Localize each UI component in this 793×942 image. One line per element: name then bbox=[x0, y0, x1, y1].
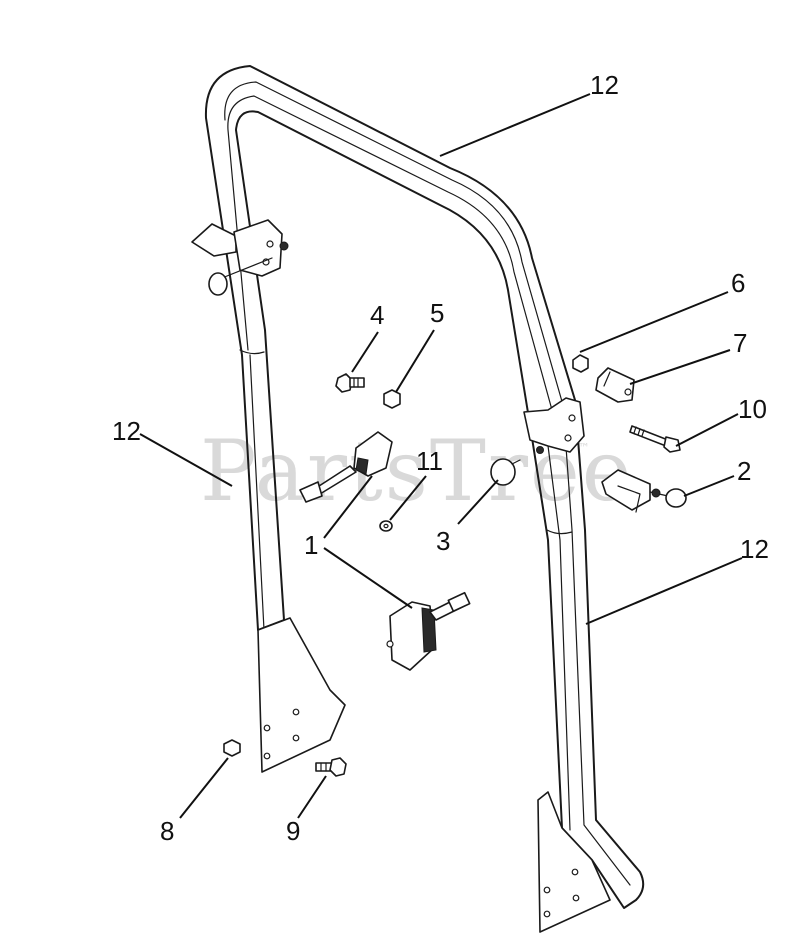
callout-10: 10 bbox=[738, 394, 767, 424]
callout-12-left: 12 bbox=[112, 416, 141, 446]
right-sleeve-seam bbox=[546, 529, 573, 535]
leader-2 bbox=[683, 475, 735, 497]
leader-11 bbox=[389, 475, 427, 521]
right-mounting-plate bbox=[537, 791, 611, 933]
callout-7: 7 bbox=[733, 328, 747, 358]
lock-pin-part-2 bbox=[601, 469, 687, 513]
leader-12-top bbox=[439, 93, 591, 157]
leader-5 bbox=[395, 329, 435, 393]
left-hinge-plate bbox=[233, 219, 283, 277]
bolt-part-4 bbox=[335, 373, 365, 393]
callout-9: 9 bbox=[286, 816, 300, 846]
leader-6 bbox=[579, 291, 729, 353]
roll-bar-inner-line-2 bbox=[227, 95, 553, 411]
callout-12-right: 12 bbox=[740, 534, 769, 564]
left-plate-holes bbox=[263, 708, 300, 760]
callout-4: 4 bbox=[370, 300, 384, 330]
nut-part-6 bbox=[572, 354, 589, 373]
callout-6: 6 bbox=[731, 268, 745, 298]
callout-3: 3 bbox=[436, 526, 450, 556]
callout-labels: 12 6 7 10 2 12 4 5 12 11 3 1 8 9 bbox=[112, 70, 769, 846]
bolt-part-9 bbox=[315, 757, 347, 777]
callout-5: 5 bbox=[430, 298, 444, 328]
leader-12-left bbox=[139, 433, 233, 487]
seat-belt-anchor bbox=[299, 481, 323, 503]
bolt-part-10 bbox=[629, 425, 681, 453]
watermark-trademark: ™ bbox=[578, 441, 590, 455]
nut-part-5 bbox=[383, 389, 401, 409]
left-mounting-plate bbox=[257, 617, 346, 773]
leader-lines bbox=[139, 93, 743, 819]
leader-7 bbox=[629, 349, 731, 385]
seat-belt-part-1 bbox=[299, 431, 471, 671]
roll-bar bbox=[204, 65, 645, 933]
washer-part-11 bbox=[379, 520, 393, 532]
roll-bar-inner-line-4 bbox=[545, 429, 571, 831]
knob-part-3 bbox=[490, 458, 521, 486]
left-pin-knob bbox=[208, 272, 228, 296]
callout-2: 2 bbox=[737, 456, 751, 486]
right-plate-holes bbox=[543, 868, 580, 918]
left-hinge-assembly bbox=[191, 219, 289, 296]
roll-bar-inner-line-3 bbox=[249, 354, 265, 631]
leader-9 bbox=[297, 775, 327, 819]
left-sleeve-seam bbox=[239, 349, 265, 355]
hinge-bracket-part-7 bbox=[595, 367, 635, 403]
left-lock-pin-clip bbox=[191, 223, 237, 257]
callout-1: 1 bbox=[304, 530, 318, 560]
left-hinge-nut bbox=[279, 241, 289, 251]
leader-1-upper bbox=[323, 475, 373, 539]
nut-part-8 bbox=[223, 739, 241, 757]
leader-8 bbox=[179, 757, 229, 819]
leader-1-lower bbox=[323, 547, 413, 609]
leader-3 bbox=[457, 479, 499, 525]
callout-12-top: 12 bbox=[590, 70, 619, 100]
right-hinge-nut bbox=[536, 446, 544, 454]
roll-bar-outline bbox=[204, 65, 645, 909]
leader-10 bbox=[675, 413, 739, 447]
callout-8: 8 bbox=[160, 816, 174, 846]
roll-bar-inner-line-1 bbox=[224, 81, 631, 886]
callout-11: 11 bbox=[416, 446, 443, 476]
leader-12-right bbox=[585, 557, 743, 625]
leader-4 bbox=[351, 331, 379, 373]
